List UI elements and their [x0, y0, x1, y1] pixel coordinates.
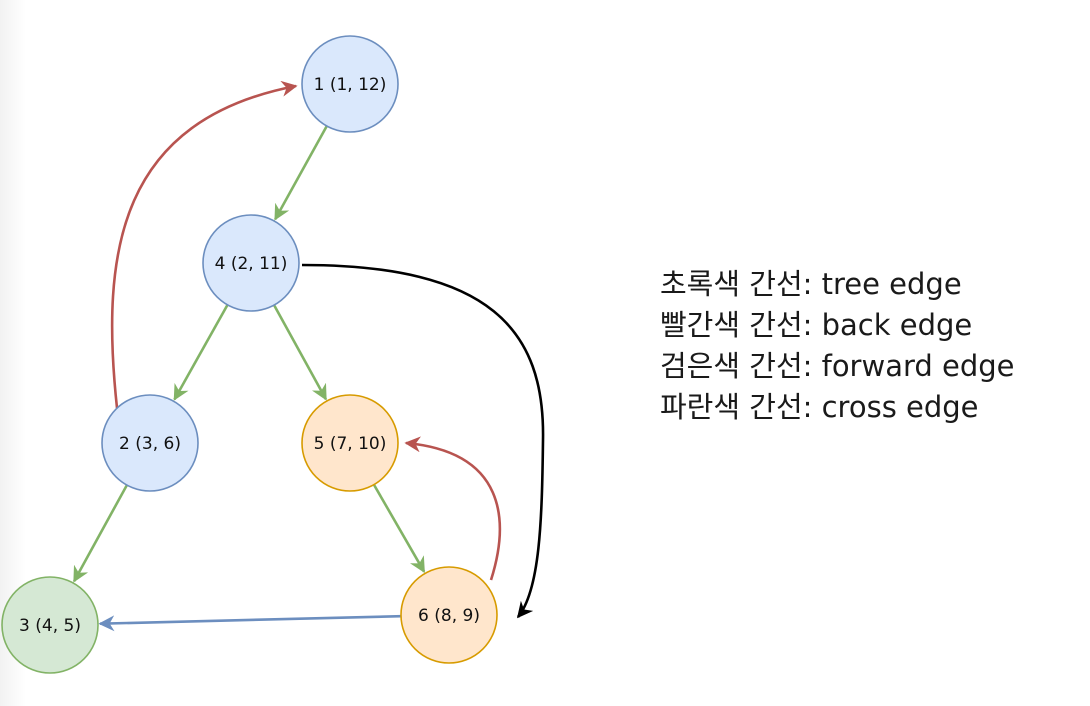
edge-tree-2-to-3: [72, 484, 129, 583]
legend-item-back-edge: 빨간색 간선: back edge: [660, 308, 973, 342]
edge-forward-4-to-6: [301, 263, 545, 619]
legend-item-cross-edge: 파란색 간선: cross edge: [660, 390, 979, 424]
node-label: 4 (2, 11): [215, 254, 288, 274]
legend-item-forward-edge: 검은색 간선: forward edge: [660, 349, 1015, 383]
node-label: 3 (4, 5): [19, 616, 81, 636]
edge-back-6-to-5: [404, 436, 501, 581]
node-circle: [400, 566, 498, 664]
edge-tree-4-to-2: [173, 304, 229, 401]
node-2: 2 (3, 6): [101, 394, 199, 492]
node-4: 4 (2, 11): [202, 214, 300, 312]
node-label: 5 (7, 10): [314, 434, 387, 454]
legend-item-tree-edge: 초록색 간선: tree edge: [660, 267, 962, 301]
node-6: 6 (8, 9): [400, 566, 498, 664]
node-5: 5 (7, 10): [301, 394, 399, 492]
edge-tree-4-to-5: [272, 304, 328, 401]
node-circle: [301, 394, 399, 492]
node-label: 1 (1, 12): [314, 75, 387, 95]
node-circle: [301, 35, 399, 133]
edge-cross-6-to-3: [98, 614, 402, 632]
node-1: 1 (1, 12): [301, 35, 399, 133]
node-circle: [202, 214, 300, 312]
edge-tree-1-to-4: [274, 125, 328, 221]
node-circle: [101, 394, 199, 492]
node-3: 3 (4, 5): [1, 576, 99, 674]
node-label: 6 (8, 9): [418, 606, 480, 626]
edges-layer: [72, 80, 545, 632]
edge-legend: 초록색 간선: tree edge 빨간색 간선: back edge 검은색 …: [660, 264, 1015, 428]
edge-tree-5-to-6: [372, 483, 426, 574]
node-circle: [1, 576, 99, 674]
edge-back-2-to-1: [110, 80, 298, 409]
nodes-layer: 1 (1, 12) 4 (2, 11) 2 (3, 6) 5 (7, 10) 3 (4,…: [1, 35, 498, 674]
node-label: 2 (3, 6): [119, 434, 181, 454]
